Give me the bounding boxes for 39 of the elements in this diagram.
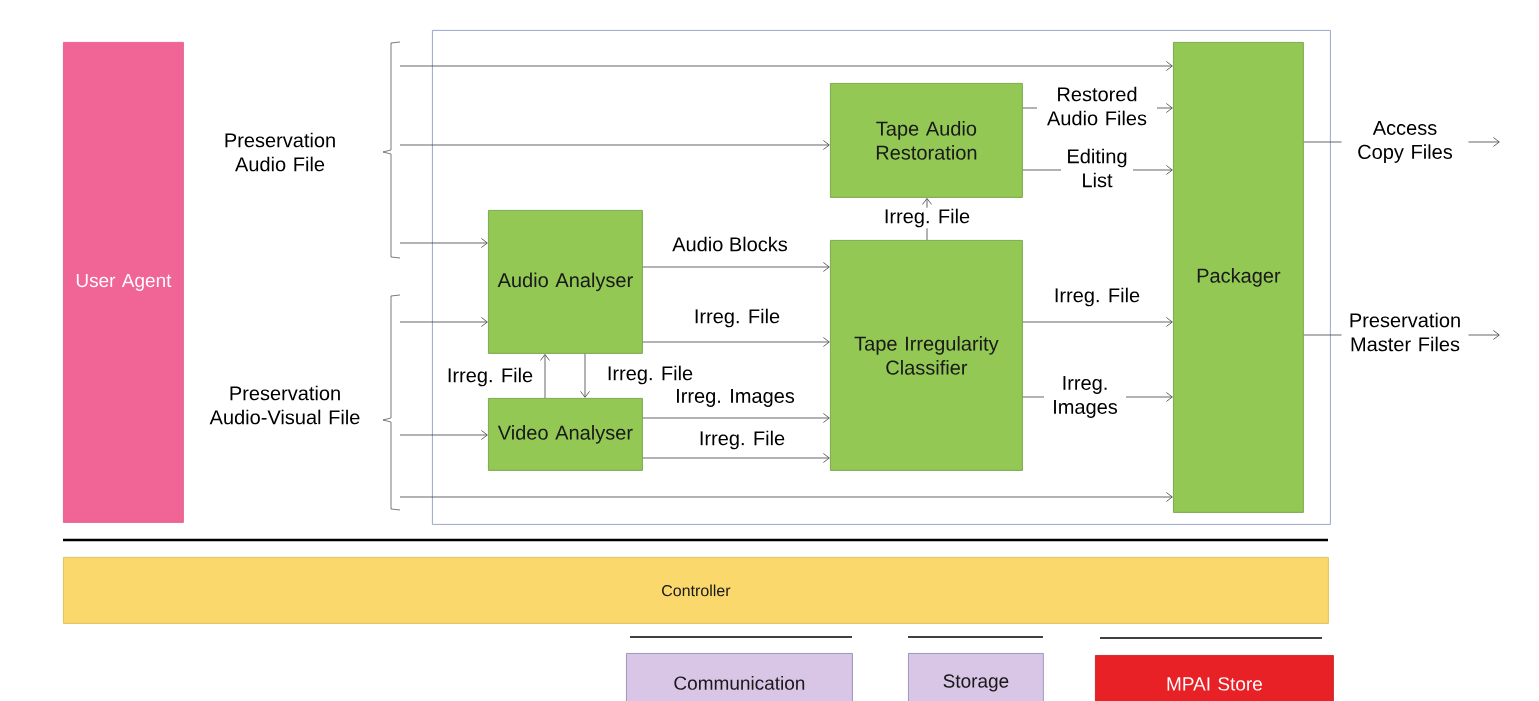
edge-label: Editing List xyxy=(1061,147,1133,189)
edge-label: Irreg. File xyxy=(697,429,787,451)
arrow xyxy=(399,238,488,248)
edge-label: Irreg. File xyxy=(445,366,535,388)
arrow xyxy=(1022,317,1173,327)
process-box: Audio Analyser xyxy=(488,210,643,354)
service-box: Storage xyxy=(908,653,1044,701)
arrow xyxy=(580,353,590,398)
agent-box: User Agent xyxy=(63,42,184,523)
arrow xyxy=(540,354,550,399)
edge-label: Irreg. File xyxy=(605,364,695,386)
edge-label: Preservation Master Files xyxy=(1341,311,1469,353)
edge-label: Irreg. File xyxy=(692,307,782,329)
edge-label: Irreg. File xyxy=(1052,286,1142,308)
process-box: Video Analyser xyxy=(488,398,643,471)
input-label: Preservation Audio-Visual File xyxy=(209,385,360,425)
edge-label: Irreg. Images xyxy=(1044,375,1126,419)
edge-label: Irreg. File xyxy=(882,207,972,229)
edge-label: Audio Blocks xyxy=(671,235,789,253)
arrow xyxy=(399,140,830,150)
service-box: Communication xyxy=(626,653,853,701)
edge-label: Restored Audio Files xyxy=(1037,85,1157,127)
arrow xyxy=(642,337,830,347)
arrow xyxy=(642,413,830,423)
arrow xyxy=(399,317,488,327)
process-box: Tape Audio Restoration xyxy=(830,83,1023,198)
process-box: Tape Irregularity Classifier xyxy=(830,240,1023,471)
arrow xyxy=(399,430,488,440)
arrow xyxy=(399,61,1173,71)
store-box: MPAI Store xyxy=(1095,655,1334,701)
edge-label: Irreg. Images xyxy=(674,388,796,408)
frame-box xyxy=(432,30,1331,525)
arrow xyxy=(642,262,830,272)
arrow xyxy=(399,492,1173,502)
process-box: Packager xyxy=(1173,42,1304,513)
controller-bar: Controller xyxy=(63,557,1329,624)
input-label: Preservation Audio File xyxy=(225,132,335,172)
edge-label: Access Copy Files xyxy=(1341,120,1469,164)
arrow xyxy=(642,453,830,463)
